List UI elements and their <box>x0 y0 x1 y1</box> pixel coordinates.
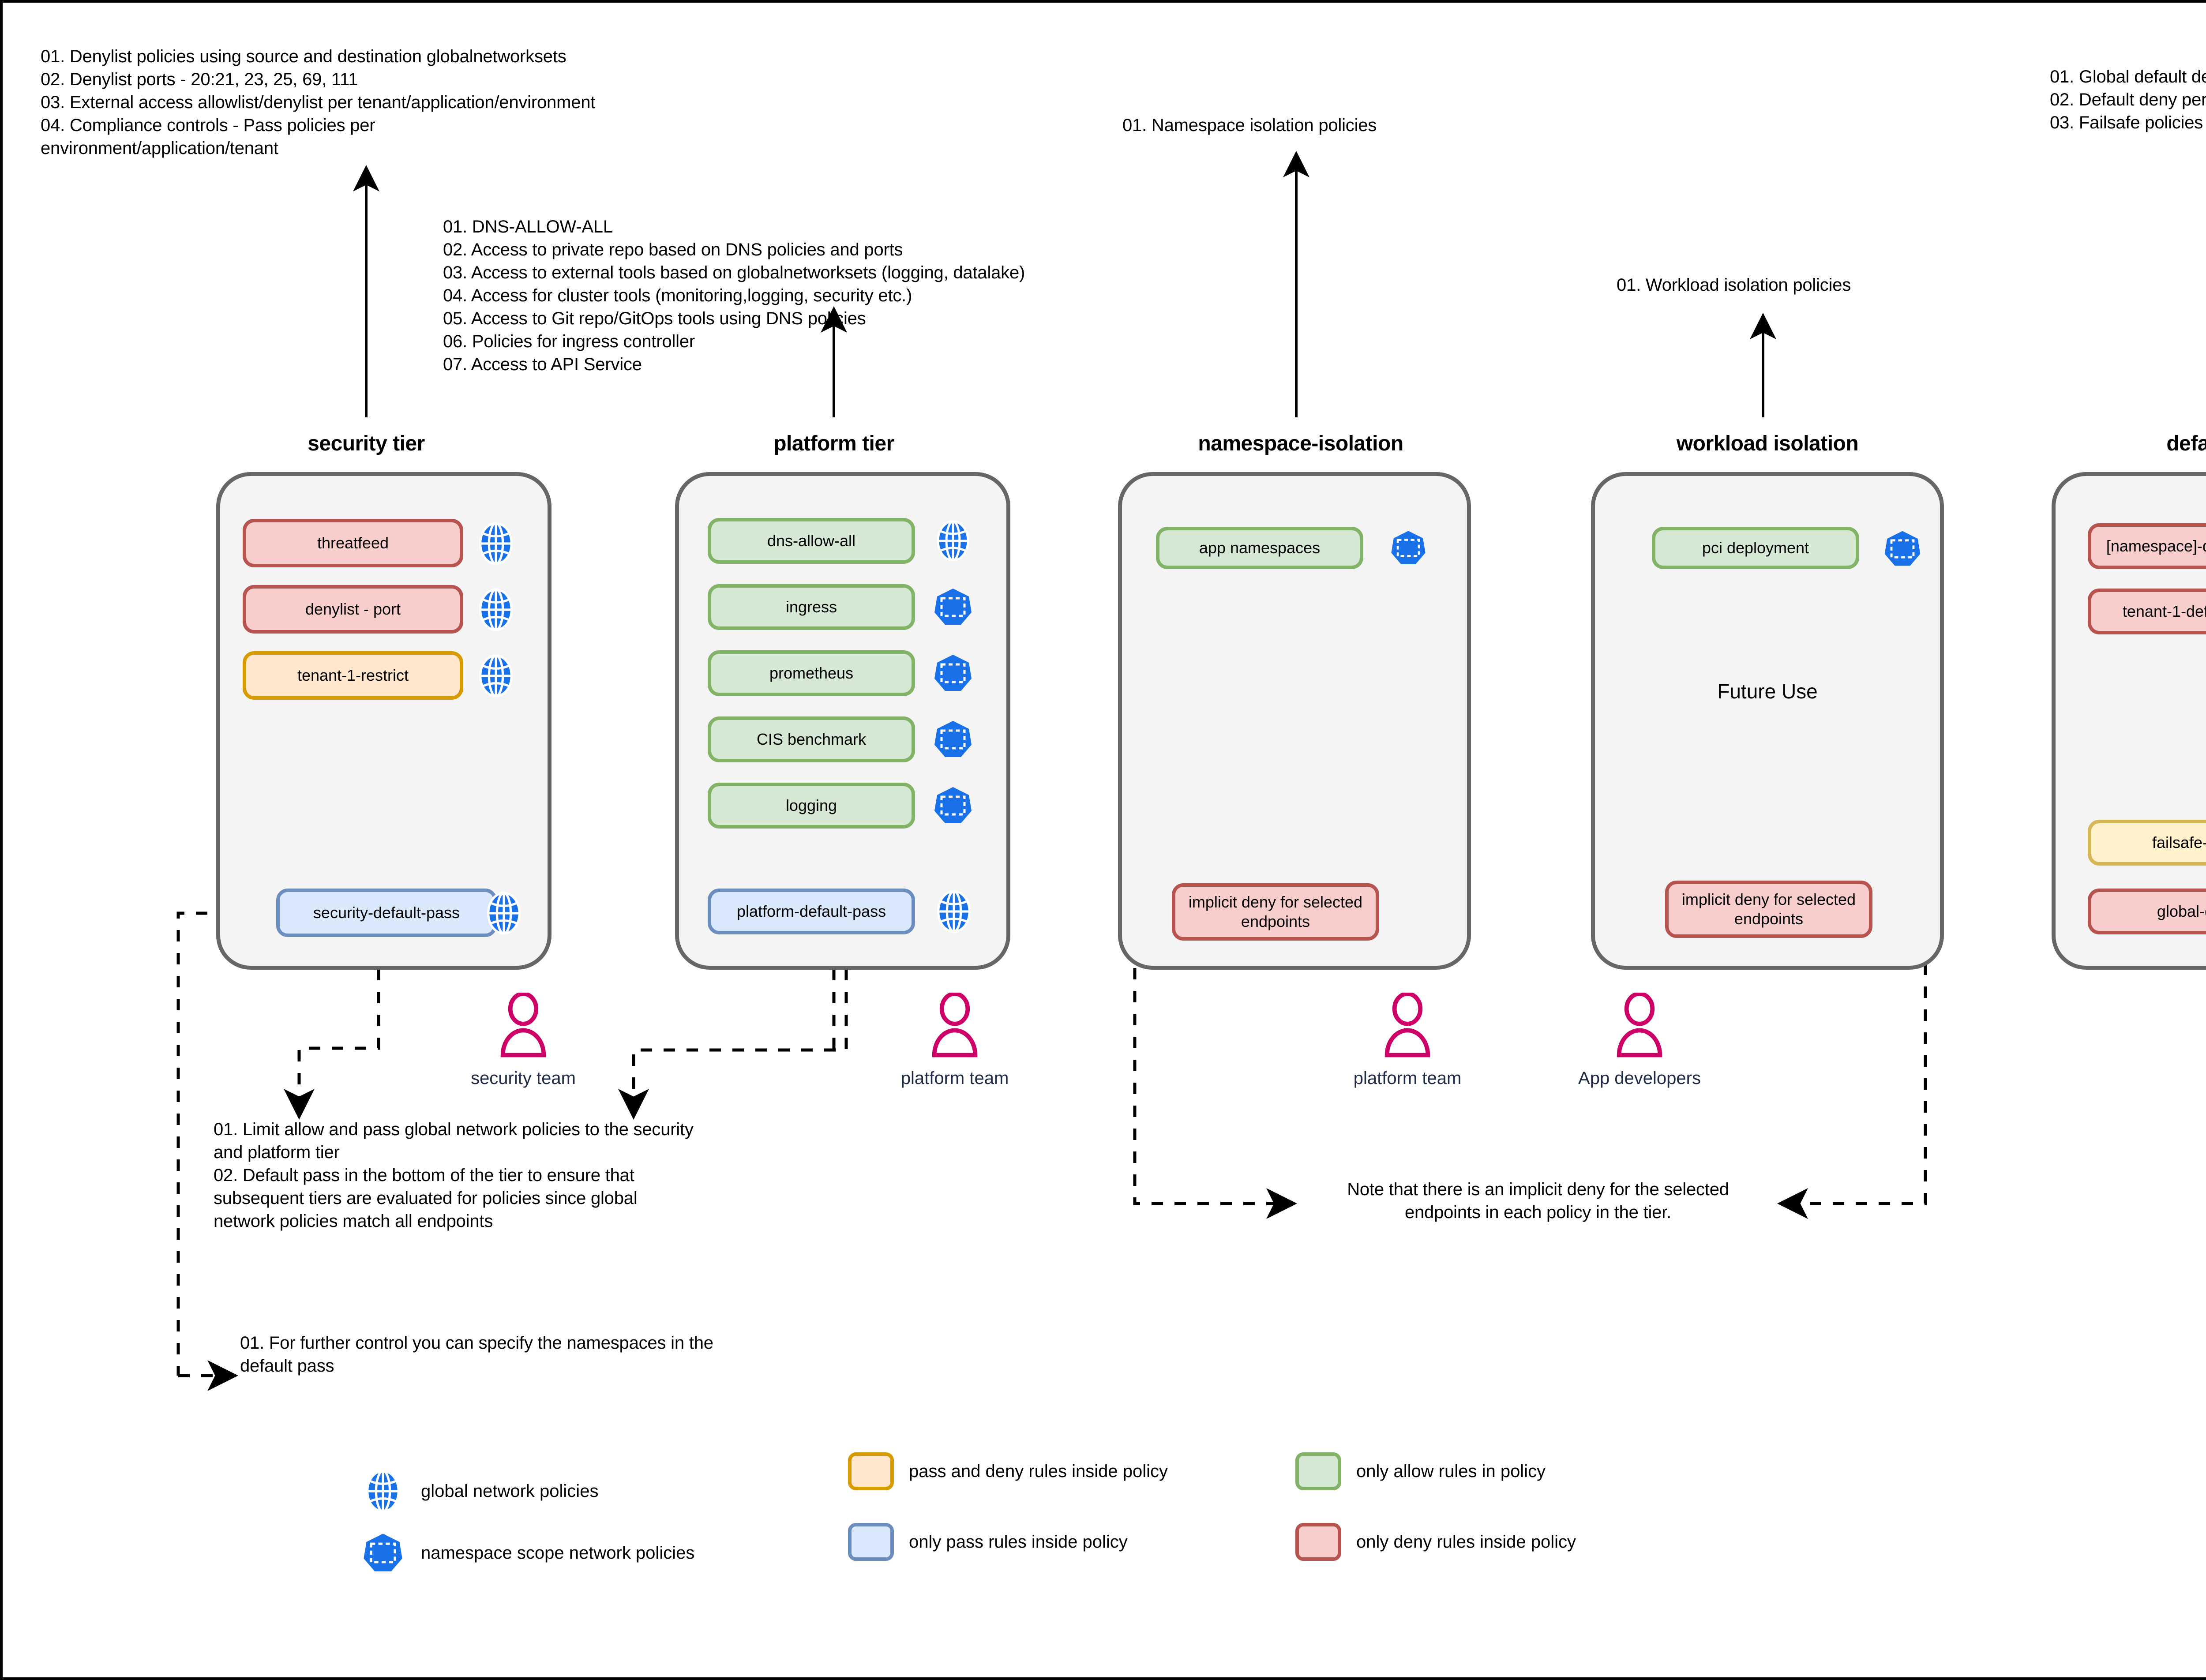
tier-title-security: security tier <box>308 432 425 455</box>
policy-pci-deployment[interactable]: pci deployment <box>1652 527 1859 569</box>
legend-swatch-pass <box>848 1523 894 1561</box>
note-implicit-deny: Note that there is an implicit deny for … <box>1347 1180 1729 1222</box>
team-platform-mid: platform team <box>1337 991 1478 1088</box>
team-platform-left: platform team <box>884 991 1025 1088</box>
annotation-namespace-isolation: 01. Namespace isolation policies <box>1122 116 1377 135</box>
policy-dns-allow-all[interactable]: dns-allow-all <box>708 518 915 564</box>
policy-threatfeed[interactable]: threatfeed <box>243 519 463 567</box>
global-network-policy-icon <box>473 653 519 699</box>
namespace-scope-policy-icon <box>931 651 975 695</box>
policy-failsafe-allow[interactable]: failsafe-allow <box>2088 820 2206 866</box>
annotation-security-tier: 01. Denylist policies using source and d… <box>41 47 596 158</box>
policy-implicit-deny-workload[interactable]: implicit deny for selected endpoints <box>1665 881 1872 938</box>
namespace-scope-policy-icon <box>360 1530 406 1576</box>
policy-global-deny[interactable]: global-deny <box>2088 889 2206 934</box>
person-icon <box>496 991 550 1059</box>
legend-label: only pass rules inside policy <box>909 1532 1128 1552</box>
policy-ingress[interactable]: ingress <box>708 584 915 630</box>
tier-title-default: default tier <box>2166 432 2206 455</box>
tier-title-platform: platform tier <box>773 432 894 455</box>
legend-label: only deny rules inside policy <box>1356 1532 1576 1552</box>
policy-implicit-deny-namespace[interactable]: implicit deny for selected endpoints <box>1172 883 1379 941</box>
legend-swatch-mixed <box>848 1452 894 1490</box>
policy-cis-benchmark[interactable]: CIS benchmark <box>708 716 915 762</box>
legend-only-deny: only deny rules inside policy <box>1295 1523 1576 1561</box>
person-icon <box>1381 991 1434 1059</box>
team-label: App developers <box>1578 1069 1701 1088</box>
global-network-policy-icon <box>931 519 975 563</box>
legend-label: namespace scope network policies <box>421 1543 695 1563</box>
person-icon <box>928 991 982 1059</box>
policy-app-namespaces[interactable]: app namespaces <box>1156 527 1363 569</box>
policy-logging[interactable]: logging <box>708 783 915 829</box>
workload-future-use-label: Future Use <box>1717 680 1818 703</box>
team-label: platform team <box>900 1069 1009 1088</box>
global-network-policy-icon <box>931 889 977 934</box>
namespace-scope-policy-icon <box>931 784 975 828</box>
legend-swatch-deny <box>1295 1523 1341 1561</box>
policy-tenant-1-restrict[interactable]: tenant-1-restrict <box>243 651 463 700</box>
legend-label: pass and deny rules inside policy <box>909 1461 1168 1481</box>
tier-title-workload: workload isolation <box>1676 432 1859 455</box>
global-network-policy-icon <box>473 587 519 633</box>
note-global-policy-guidance: 01. Limit allow and pass global network … <box>214 1120 694 1231</box>
legend-label: global network policies <box>421 1481 599 1501</box>
policy-platform-default-pass[interactable]: platform-default-pass <box>708 889 915 934</box>
note-default-pass-namespaces: 01. For further control you can specify … <box>240 1333 713 1376</box>
team-label: platform team <box>1353 1069 1462 1088</box>
person-icon <box>1613 991 1666 1059</box>
team-security-left: security team <box>453 991 594 1088</box>
global-network-policy-icon <box>473 521 519 566</box>
policy-prometheus[interactable]: prometheus <box>708 650 915 696</box>
policy-security-default-pass[interactable]: security-default-pass <box>276 889 497 937</box>
legend-namespace-scope-policies: namespace scope network policies <box>360 1530 694 1576</box>
global-network-policy-icon <box>360 1468 406 1514</box>
policy-denylist-port[interactable]: denylist - port <box>243 585 463 634</box>
policy-tenant-1-default-deny[interactable]: tenant-1-default-deny <box>2088 589 2206 634</box>
policy-namespace-default-deny[interactable]: [namespace]-default-deny <box>2088 523 2206 569</box>
namespace-scope-policy-icon <box>931 717 975 761</box>
legend-global-network-policies: global network policies <box>360 1468 598 1514</box>
tier-title-namespace: namespace-isolation <box>1198 432 1403 455</box>
namespace-scope-policy-icon <box>1388 528 1429 568</box>
legend-label: only allow rules in policy <box>1356 1461 1546 1481</box>
legend-swatch-allow <box>1295 1452 1341 1490</box>
legend-pass-and-deny: pass and deny rules inside policy <box>848 1452 1168 1490</box>
legend-only-pass: only pass rules inside policy <box>848 1523 1128 1561</box>
annotation-workload-isolation: 01. Workload isolation policies <box>1617 275 1851 295</box>
legend-only-allow: only allow rules in policy <box>1295 1452 1546 1490</box>
namespace-scope-policy-icon <box>1881 528 1924 570</box>
team-label: security team <box>471 1069 576 1088</box>
team-app-developers: App developers <box>1560 991 1719 1088</box>
global-network-policy-icon <box>481 890 527 936</box>
namespace-scope-policy-icon <box>931 585 975 629</box>
annotation-default-tier: 01. Global default deny 02. Default deny… <box>2050 67 2206 132</box>
annotation-platform-tier: 01. DNS-ALLOW-ALL 02. Access to private … <box>443 217 1025 374</box>
